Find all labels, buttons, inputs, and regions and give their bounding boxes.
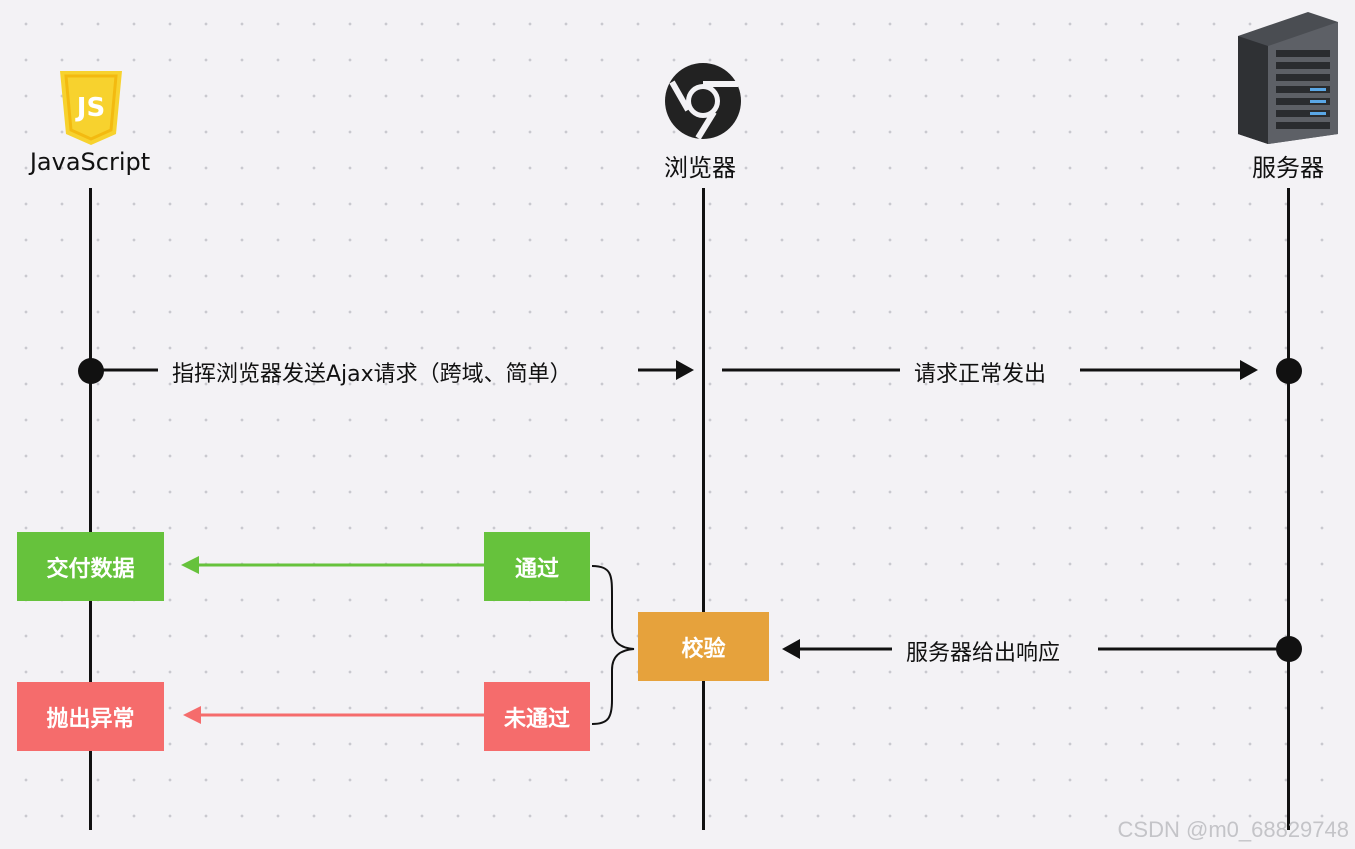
pass-box: 通过	[484, 532, 590, 601]
server-lifeline	[1287, 188, 1290, 830]
server-label: 服务器	[1252, 154, 1324, 182]
fail-box: 未通过	[484, 682, 590, 751]
throw-exception-box: 抛出异常	[17, 682, 164, 751]
browser-lifeline	[702, 188, 705, 830]
javascript-lifeline	[89, 188, 92, 830]
browser-label: 浏览器	[664, 154, 736, 182]
verify-box: 校验	[638, 612, 769, 681]
watermark: CSDN @m0_68829748	[1117, 817, 1349, 842]
server-rack-icon	[1236, 10, 1340, 146]
server-receive-dot	[1276, 358, 1302, 384]
js-request-dot	[78, 358, 104, 384]
svg-text:JS: JS	[75, 93, 105, 123]
request-message-label: 指挥浏览器发送Ajax请求（跨域、简单）	[172, 362, 572, 387]
server-response-dot	[1276, 636, 1302, 662]
js-shield-icon: JS	[56, 68, 126, 148]
javascript-label: JavaScript	[29, 148, 151, 176]
chrome-icon	[664, 62, 742, 140]
deliver-data-box: 交付数据	[17, 532, 164, 601]
forward-message-label: 请求正常发出	[914, 362, 1047, 387]
response-message-label: 服务器给出响应	[906, 641, 1061, 666]
